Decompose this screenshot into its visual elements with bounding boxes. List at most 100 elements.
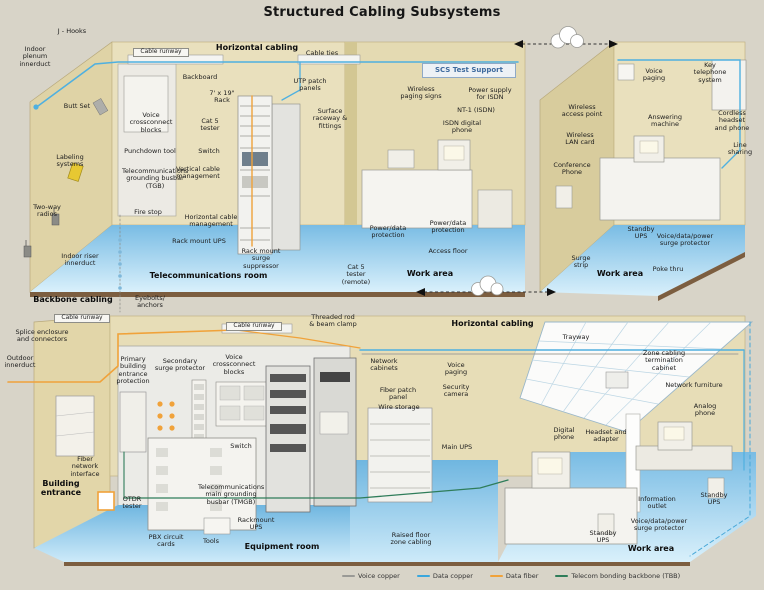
diagram-title: Structured Cabling Subsystems — [263, 5, 501, 20]
label-voice-paging-2: Voice paging — [444, 361, 468, 377]
label-headset-adapter: Headset and adapter — [585, 428, 627, 444]
label-outdoor-innerduct: Outdoor innerduct — [4, 354, 36, 370]
legend-item-data-fiber: Data fiber — [489, 572, 538, 580]
legend-item-data-copper: Data copper — [416, 572, 473, 580]
label-standby-ups-1: Standby UPS — [627, 225, 655, 241]
label-indoor-plenum-innerduct: Indoor plenum innerduct — [19, 45, 51, 68]
label-power-supply-isdn: Power supply for ISDN — [468, 86, 512, 102]
label-nt1-isdn: NT-1 (ISDN) — [457, 106, 495, 114]
label-key-telephone-system: Key telephone system — [693, 61, 727, 84]
label-otdr-tester: OTDR tester — [122, 495, 142, 511]
legend-label-voice-copper: Voice copper — [358, 572, 400, 580]
label-eyebolts-anchors: Eyebolts/ anchors — [135, 294, 165, 310]
label-indoor-riser-innerduct: Indoor riser innerduct — [61, 252, 99, 268]
label-surface-raceway: Surface raceway & fittings — [312, 107, 348, 130]
label-switch-2: Switch — [230, 442, 252, 450]
label-rack-mount-ups: Rack mount UPS — [172, 237, 226, 245]
work-area-top-structure — [344, 41, 526, 297]
label-voice-paging-1: Voice paging — [642, 67, 666, 83]
label-butt-set: Butt Set — [63, 102, 91, 110]
label-power-data-protection-1: Power/data protection — [369, 224, 407, 240]
label-cordless-headset-phone: Cordless headset and phone — [714, 109, 750, 132]
label-information-outlet: Information outlet — [638, 495, 676, 511]
label-security-camera: Security camera — [442, 383, 470, 399]
label-backboard: Backboard — [182, 73, 218, 81]
label-poke-thru: Poke thru — [652, 265, 684, 273]
label-cable-runway-3: Cable runway — [226, 322, 282, 331]
label-wire-storage: Wire storage — [378, 403, 420, 411]
building-entrance-structure — [33, 315, 111, 549]
label-standby-ups-2: Standby UPS — [589, 529, 617, 545]
header-building-entrance: Building entrance — [40, 479, 82, 497]
label-rackmount-ups: Rackmount UPS — [237, 516, 275, 532]
legend-label-data-copper: Data copper — [432, 572, 473, 580]
label-punchdown-tool: Punchdown tool — [124, 147, 176, 155]
label-rack-mount-surge: Rack mount surge suppressor — [241, 247, 281, 270]
label-switch-1: Switch — [198, 147, 220, 155]
wireless-paging-sign: SCS Test Support — [422, 63, 516, 78]
header-telecom-room: Telecommunications room — [149, 271, 268, 280]
label-network-furniture: Network furniture — [665, 381, 723, 389]
label-labeling-systems: Labeling systems — [56, 153, 84, 169]
label-raised-floor-zone: Raised floor zone cabling — [390, 531, 432, 547]
label-vertical-cable-mgmt: Vertical cable management — [176, 165, 220, 181]
wan-cloud-bottom — [416, 275, 556, 296]
legend-item-tbb: Telecom bonding backbone (TBB) — [555, 572, 680, 580]
header-horizontal-cabling-top: Horizontal cabling — [215, 43, 299, 52]
label-splice-enclosure: Splice enclosure and connectors — [15, 328, 69, 344]
label-cat5-tester-remote: Cat 5 tester (remote) — [341, 263, 371, 286]
label-utp-patch-panels: UTP patch panels — [293, 77, 327, 93]
label-power-data-protection-2: Power/data protection — [429, 219, 467, 235]
label-fiber-patch-panel: Fiber patch panel — [379, 386, 417, 402]
header-equipment-room: Equipment room — [244, 542, 320, 551]
two-way-radio-icons — [23, 98, 109, 258]
work-area-right-desk — [555, 59, 747, 221]
label-cable-ties: Cable ties — [305, 49, 339, 57]
label-horizontal-cable-mgmt: Horizontal cable management — [184, 213, 238, 229]
label-wireless-paging-signs: Wireless paging signs — [400, 85, 442, 101]
label-main-ups: Main UPS — [441, 443, 473, 451]
label-voice-crossconnect-2: Voice crossconnect blocks — [212, 353, 256, 376]
label-fire-stop: Fire stop — [134, 208, 162, 216]
label-analog-phone: Analog phone — [693, 402, 717, 418]
label-pbx-circuit-cards: PBX circuit cards — [148, 533, 184, 549]
label-wireless-lan-card: Wireless LAN card — [565, 131, 595, 147]
label-isdn-digital-phone: ISDN digital phone — [442, 119, 482, 135]
data-copper-dash-icon — [416, 575, 430, 577]
label-voice-crossconnect-1: Voice crossconnect blocks — [129, 111, 173, 134]
header-backbone-cabling: Backbone cabling — [33, 295, 113, 304]
label-two-way-radios: Two-way radios — [33, 203, 61, 219]
label-cat5-tester: Cat 5 tester — [200, 117, 220, 133]
label-network-cabinets: Network cabinets — [370, 357, 398, 373]
header-work-area-right: Work area — [596, 269, 644, 278]
label-threaded-rod: Threaded rod & beam clamp — [309, 313, 357, 329]
label-primary-bep: Primary building entrance protection — [116, 355, 150, 385]
label-wireless-access-point: Wireless access point — [561, 103, 603, 119]
label-cable-runway-1: Cable runway — [133, 48, 189, 57]
header-work-area-bottom: Work area — [627, 544, 675, 553]
label-j-hooks: J - Hooks — [57, 27, 87, 35]
voice-copper-dash-icon — [342, 575, 355, 577]
equipment-room-gear — [97, 357, 433, 535]
label-vdp-surge-2: Voice/data/power surge protector — [630, 517, 688, 533]
label-answering-machine: Answering machine — [648, 113, 682, 129]
label-standby-ups-3: Standby UPS — [700, 491, 728, 507]
label-trayway: Trayway — [562, 333, 590, 341]
header-work-area-top: Work area — [406, 269, 454, 278]
wan-cloud-top — [514, 26, 618, 49]
work-area-bottom-furniture — [504, 413, 733, 545]
label-digital-phone: Digital phone — [553, 426, 575, 442]
legend-label-tbb: Telecom bonding backbone (TBB) — [571, 572, 681, 580]
label-line-sharing: Line sharing — [727, 141, 753, 157]
label-surge-strip: Surge strip — [571, 254, 591, 270]
cables-top — [33, 59, 741, 313]
legend: Voice copper Data copper Data fiber Tele… — [342, 572, 680, 580]
label-tmgb: Telecommunications main grounding busbar… — [198, 483, 265, 506]
label-vdp-surge-1: Voice/data/power surge protector — [656, 232, 714, 248]
header-horizontal-cabling-bottom: Horizontal cabling — [451, 319, 534, 328]
data-fiber-dash-icon — [489, 575, 503, 577]
label-tgb: Telecommunications grounding busbar (TGB… — [122, 167, 189, 190]
legend-item-voice-copper: Voice copper — [342, 572, 400, 580]
